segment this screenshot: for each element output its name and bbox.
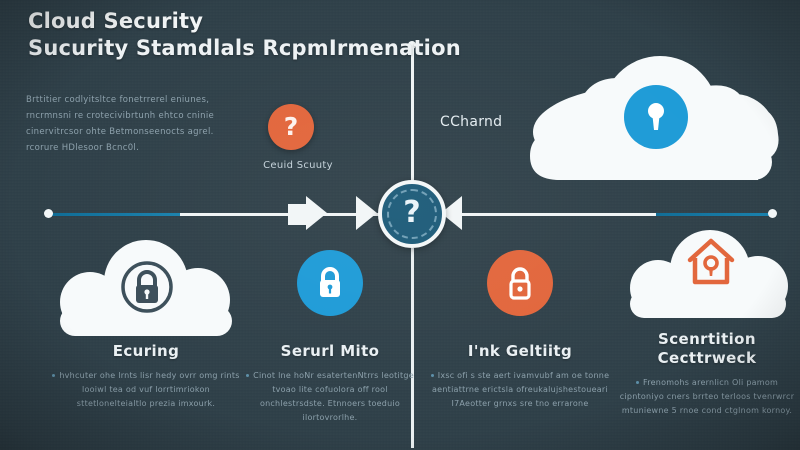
- column-1: Ecuring hvhcuter ohe lrnts lisr hedy ovr…: [46, 238, 246, 411]
- column-2-heading: Serurl Mito: [280, 342, 380, 360]
- connector-left-white-segment: [180, 213, 380, 216]
- connector-right-blue-segment: [656, 213, 774, 216]
- padlock-icon: [297, 250, 363, 316]
- cloud-lock-icon: [120, 260, 174, 314]
- bullet-icon: [246, 374, 250, 377]
- hub-ring: [387, 189, 437, 239]
- column-4: Scenrtition Cecttrweck Frenomohs arernli…: [614, 230, 800, 418]
- column-4-body: Frenomohs arernlicn Oli pamom cipntoniyo…: [619, 378, 795, 415]
- column-3: I'nk Geltiitg Ixsc ofi s ste aert ivamvu…: [430, 238, 610, 411]
- page-title-line2: Sucurity Stamdlals RcpmIrmenation: [28, 36, 461, 60]
- connector-vertical-upper: [411, 44, 414, 204]
- column-4-heading-line2: Cecttrweck: [657, 349, 757, 367]
- padlock-glyph: [320, 267, 340, 297]
- connector-right-endpoint-dot: [768, 209, 777, 218]
- padlock-icon: [487, 250, 553, 316]
- bullet-icon: [635, 381, 639, 384]
- orange-badge-caption: Ceuid Scuuty: [263, 160, 333, 171]
- bullet-icon: [430, 374, 434, 377]
- home-glyph: [687, 238, 735, 285]
- question-mark-icon: ?: [403, 194, 421, 230]
- column-2-icon: [240, 238, 420, 342]
- column-3-icon: [430, 238, 610, 342]
- orange-badge[interactable]: ?: [268, 104, 314, 150]
- question-mark-icon: ?: [283, 111, 299, 141]
- top-cloud-keyhole: [520, 52, 790, 188]
- padlock-glyph: [509, 267, 531, 300]
- keyhole-glyph: [648, 103, 664, 130]
- intro-paragraph: Brttitier codlyitsltce fonetrrerel eniun…: [26, 95, 215, 153]
- connector-right-white-segment: [462, 213, 662, 216]
- column-1-icon: [46, 238, 246, 342]
- connector-left-arrow-2: [356, 196, 377, 230]
- column-3-heading: I'nk Geltiitg: [467, 342, 573, 360]
- column-2: Serurl Mito Cinot lne hoNr esatertenNtrr…: [240, 238, 420, 425]
- title-block: Cloud Security Sucurity Stamdlals RcpmIr…: [28, 8, 461, 62]
- central-hub-node[interactable]: ?: [378, 180, 446, 248]
- bullet-icon: [52, 374, 56, 377]
- connector-left-endpoint-dot: [44, 209, 53, 218]
- column-1-heading: Ecuring: [112, 342, 180, 360]
- connector-left-stub: [288, 204, 306, 225]
- hub-right-label: CCharnd: [440, 114, 503, 130]
- connector-top-endpoint-dot: [408, 41, 416, 49]
- column-2-body: Cinot lne hoNr esatertenNtrrs leotitge t…: [240, 369, 420, 425]
- cloud-home-icon: [684, 236, 738, 290]
- connector-left-arrow-1: [306, 196, 327, 230]
- page-title-line1: Cloud Security: [28, 9, 204, 33]
- column-1-body: hvhcuter ohe lrnts lisr hedy ovrr omg ri…: [46, 369, 246, 411]
- keyhole-icon: [624, 85, 688, 149]
- lock-in-circle-glyph: [121, 261, 173, 313]
- column-3-body: Ixsc ofi s ste aert ivamvubf am oe tonne…: [430, 371, 610, 408]
- column-4-icon: [614, 230, 800, 330]
- column-4-heading-line1: Scenrtition: [658, 330, 756, 348]
- connector-vertical-lower: [411, 248, 414, 448]
- connector-right-arrow: [441, 196, 462, 230]
- connector-left-blue-segment: [52, 213, 182, 216]
